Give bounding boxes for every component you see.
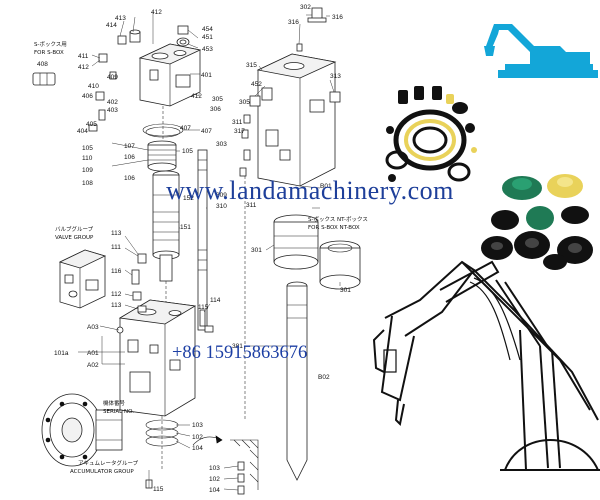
label-409: 409 bbox=[107, 74, 118, 81]
head-cap-assembly bbox=[32, 25, 202, 170]
label-102: 102 bbox=[209, 476, 220, 483]
label-A03: A03 bbox=[87, 324, 99, 331]
group-captions: S-ボックス用 FOR S-BOX S-ボックス NT-ボックス FOR S-B… bbox=[34, 40, 368, 475]
label-115: 115 bbox=[198, 304, 209, 311]
valve-group-drawing bbox=[58, 249, 107, 309]
label-152: 152 bbox=[183, 195, 194, 202]
label-452: 452 bbox=[251, 81, 262, 88]
label-104: 104 bbox=[209, 487, 220, 494]
label-408: 408 bbox=[37, 61, 48, 68]
label-311: 311 bbox=[246, 202, 257, 209]
label-412: 412 bbox=[151, 9, 162, 16]
label-315: 315 bbox=[246, 62, 257, 69]
label-106: 106 bbox=[124, 154, 135, 161]
label-412: 412 bbox=[78, 64, 89, 71]
label-301: 301 bbox=[251, 247, 262, 254]
label-451: 451 bbox=[202, 34, 213, 41]
phone-number-text: +86 15915863676 bbox=[172, 343, 308, 363]
back-head-assembly bbox=[192, 7, 361, 495]
label-407: 407 bbox=[201, 128, 212, 135]
front-cylinder-block bbox=[116, 253, 214, 489]
diaphragm-photo bbox=[481, 174, 593, 270]
label-414: 414 bbox=[106, 22, 117, 29]
caption-snt-en: FOR S-BOX NT-BOX bbox=[308, 225, 360, 231]
caption-sbox-jp: S-ボックス用 bbox=[34, 40, 67, 48]
label-453: 453 bbox=[202, 46, 213, 53]
watermark-text: www.landamachinery.com bbox=[166, 176, 454, 205]
label-403: 403 bbox=[107, 107, 118, 114]
excavator-boom-illustration bbox=[372, 260, 600, 471]
label-114: 114 bbox=[210, 297, 221, 304]
label-A01: A01 bbox=[87, 350, 99, 357]
excavator-silhouette-icon bbox=[484, 24, 598, 78]
label-102: 102 bbox=[192, 434, 203, 441]
label-112: 112 bbox=[111, 291, 122, 298]
label-305: 305 bbox=[239, 99, 250, 106]
label-111: 111 bbox=[111, 244, 121, 251]
caption-sbox-en: FOR S-BOX bbox=[34, 50, 64, 56]
caption-accumulator-jp: アキュムレータグループ bbox=[78, 459, 139, 467]
label-113: 113 bbox=[111, 230, 122, 237]
label-101a: 101a bbox=[54, 350, 69, 357]
label-303: 303 bbox=[216, 141, 227, 148]
label-105: 105 bbox=[82, 145, 93, 152]
label-106: 106 bbox=[124, 175, 135, 182]
caption-valve-en: VALVE GROUP bbox=[55, 235, 94, 241]
label-302: 302 bbox=[300, 4, 311, 11]
label-306: 306 bbox=[210, 106, 221, 113]
label-313: 313 bbox=[330, 73, 341, 80]
label-401: 401 bbox=[201, 72, 212, 79]
label-103: 103 bbox=[192, 422, 203, 429]
label-454: 454 bbox=[202, 26, 213, 33]
label-A02: A02 bbox=[87, 362, 99, 369]
label-381: 381 bbox=[232, 343, 243, 350]
label-108: 108 bbox=[82, 180, 93, 187]
label-407: 407 bbox=[180, 125, 191, 132]
label-310: 310 bbox=[216, 203, 227, 210]
seal-kit-photo bbox=[378, 82, 478, 192]
accumulator-group-drawing bbox=[41, 393, 123, 467]
label-309: 309 bbox=[216, 192, 227, 199]
label-411: 411 bbox=[78, 53, 89, 60]
label-316: 316 bbox=[332, 14, 343, 21]
label-110: 110 bbox=[82, 155, 93, 162]
label-109: 109 bbox=[82, 167, 93, 174]
leader-lines bbox=[78, 12, 341, 491]
label-305: 305 bbox=[212, 96, 223, 103]
label-104: 104 bbox=[192, 445, 203, 452]
label-404: 404 bbox=[77, 128, 88, 135]
label-115: 115 bbox=[153, 486, 164, 493]
caption-serial-jp: 機体番号 bbox=[103, 399, 126, 407]
label-113: 113 bbox=[111, 302, 122, 309]
part-labels: 302 316 316 315 313 452 305 317 311 303 … bbox=[37, 4, 351, 494]
label-107: 107 bbox=[124, 143, 135, 150]
label-105: 105 bbox=[182, 148, 193, 155]
label-405: 405 bbox=[86, 121, 97, 128]
label-103: 103 bbox=[209, 465, 220, 472]
label-317: 317 bbox=[234, 128, 245, 135]
label-406: 406 bbox=[82, 93, 93, 100]
label-B02: B02 bbox=[318, 374, 330, 381]
label-151: 151 bbox=[180, 224, 191, 231]
cylinder-piston-assembly bbox=[147, 140, 208, 331]
label-402: 402 bbox=[107, 99, 118, 106]
label-116: 116 bbox=[111, 268, 122, 275]
caption-snt-jp: S-ボックス NT-ボックス bbox=[308, 215, 368, 223]
label-B01: B01 bbox=[320, 183, 332, 190]
label-316: 316 bbox=[288, 19, 299, 26]
caption-valve-jp: バルブグループ bbox=[55, 225, 94, 233]
label-413: 413 bbox=[115, 15, 126, 22]
label-410: 410 bbox=[88, 83, 99, 90]
label-301: 301 bbox=[340, 287, 351, 294]
label-311: 311 bbox=[232, 119, 243, 126]
caption-accumulator-en: ACCUMULATOR GROUP bbox=[70, 469, 134, 475]
label-412: 412 bbox=[191, 93, 202, 100]
caption-serial-en: SERIAL NO. bbox=[103, 409, 134, 415]
